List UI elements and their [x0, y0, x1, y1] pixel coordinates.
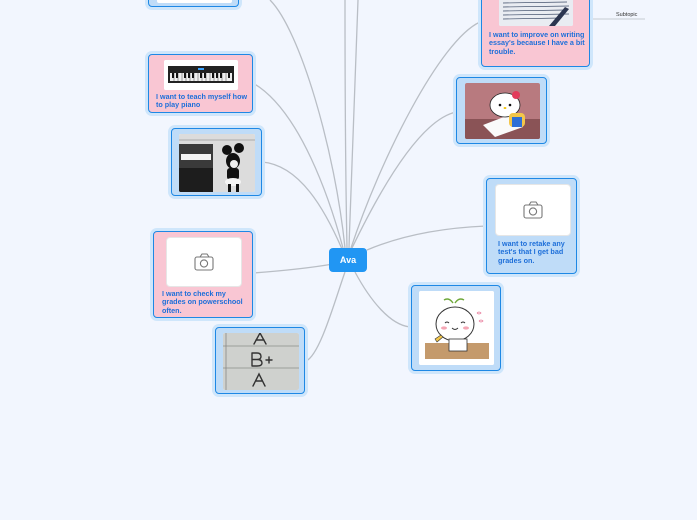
mickey-piano-node[interactable]	[171, 128, 262, 196]
essay-node-text: I want to improve on writing essay's bec…	[489, 30, 585, 56]
piano-image	[164, 60, 238, 90]
hello-kitty-image	[465, 83, 540, 139]
image-placeholder	[495, 184, 571, 236]
piano-keyboard-icon	[164, 60, 238, 90]
camera-icon	[523, 201, 543, 219]
piano-node[interactable]: I want to teach myself how to play piano	[148, 54, 253, 113]
hello-kitty-node[interactable]	[456, 77, 547, 144]
grade-paper-icon	[223, 333, 299, 390]
retake-node-text: I want to retake any test's that I get b…	[498, 239, 565, 265]
mickey-piano-image	[179, 134, 255, 192]
central-topic[interactable]: Ava	[329, 248, 367, 272]
grades-node-text: I want to check my grades on powerschool…	[162, 289, 243, 315]
study-cartoon-node[interactable]	[411, 285, 501, 371]
grade-sheet-image	[223, 333, 299, 390]
essay-node[interactable]: I want to improve on writing essay's bec…	[481, 0, 590, 67]
mickey-mouse-icon	[179, 134, 255, 192]
grade-sheet-node[interactable]	[215, 327, 305, 394]
camera-icon	[194, 253, 214, 271]
piano-node-text: I want to teach myself how to play piano	[156, 92, 248, 110]
image-placeholder	[166, 237, 242, 287]
essay-image	[499, 0, 573, 26]
handwriting-icon	[499, 0, 573, 26]
grades-node[interactable]: I want to check my grades on powerschool…	[153, 231, 253, 318]
node-image-top	[157, 0, 232, 3]
partial-node-top[interactable]	[148, 0, 239, 7]
subtopic-label[interactable]: Subtopic	[616, 12, 638, 18]
study-cartoon-image	[419, 291, 494, 365]
cartoon-student-icon	[419, 291, 494, 365]
retake-node[interactable]: I want to retake any test's that I get b…	[486, 178, 577, 274]
hello-kitty-icon	[465, 83, 540, 139]
